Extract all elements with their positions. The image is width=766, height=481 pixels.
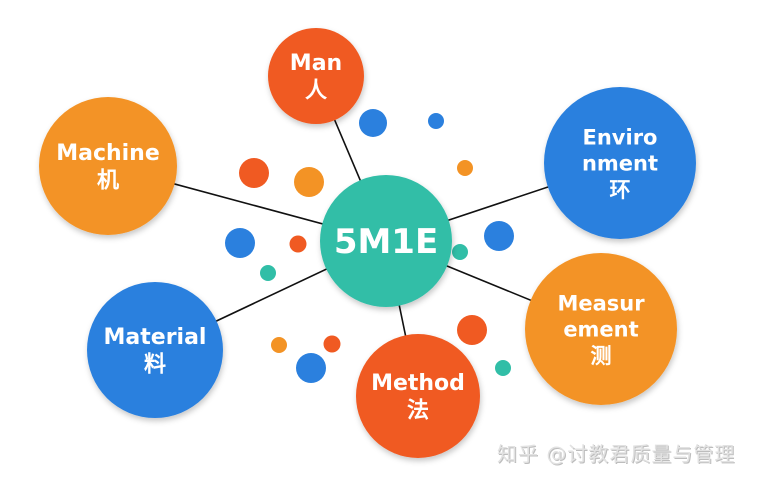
node-center: 5M1E — [320, 175, 452, 307]
node-method-label: Method — [371, 371, 465, 396]
node-man-label: Man — [290, 51, 342, 76]
node-center-label: 5M1E — [334, 222, 438, 262]
node-measurement-label: ement — [563, 318, 638, 342]
node-method: Method 法 — [356, 334, 480, 458]
decorative-dot — [289, 235, 307, 253]
node-machine-label: Machine — [56, 141, 160, 166]
node-environment-label: 环 — [610, 178, 631, 202]
watermark: 知乎 @讨教君质量与管理 — [497, 442, 736, 466]
decorative-dot — [457, 315, 487, 345]
node-measurement-label: 测 — [591, 344, 612, 368]
node-machine-label: 机 — [97, 169, 119, 194]
node-center-circle — [320, 175, 452, 307]
node-environment-label: Enviro — [583, 125, 658, 149]
decorative-dot — [359, 109, 387, 137]
decorative-dot — [457, 160, 473, 176]
node-measurement-label: Measur — [557, 291, 645, 315]
decorative-dots — [225, 109, 514, 383]
node-man-label: 人 — [305, 79, 327, 104]
node-material: Material 料 — [87, 282, 223, 418]
node-machine-circle — [39, 97, 177, 235]
node-man: Man 人 — [268, 28, 364, 124]
decorative-dot — [239, 158, 269, 188]
node-measurement-circle — [525, 253, 677, 405]
decorative-dot — [271, 337, 287, 353]
decorative-dot — [225, 228, 255, 258]
decorative-dot — [260, 265, 276, 281]
decorative-dot — [428, 113, 444, 129]
node-man-circle — [268, 28, 364, 124]
node-method-circle — [356, 334, 480, 458]
decorative-dot — [452, 244, 468, 260]
decorative-dot — [323, 335, 341, 353]
node-material-circle — [87, 282, 223, 418]
decorative-dot — [495, 360, 511, 376]
center-node: 5M1E — [320, 175, 452, 307]
decorative-dot — [294, 167, 324, 197]
node-environment-label: nment — [582, 152, 658, 176]
node-method-label: 法 — [407, 399, 429, 424]
decorative-dot — [484, 221, 514, 251]
node-environment-circle — [544, 87, 696, 239]
decorative-dot — [296, 353, 326, 383]
node-material-label: 料 — [144, 353, 166, 378]
node-machine: Machine 机 — [39, 97, 177, 235]
node-material-label: Material — [104, 325, 207, 350]
